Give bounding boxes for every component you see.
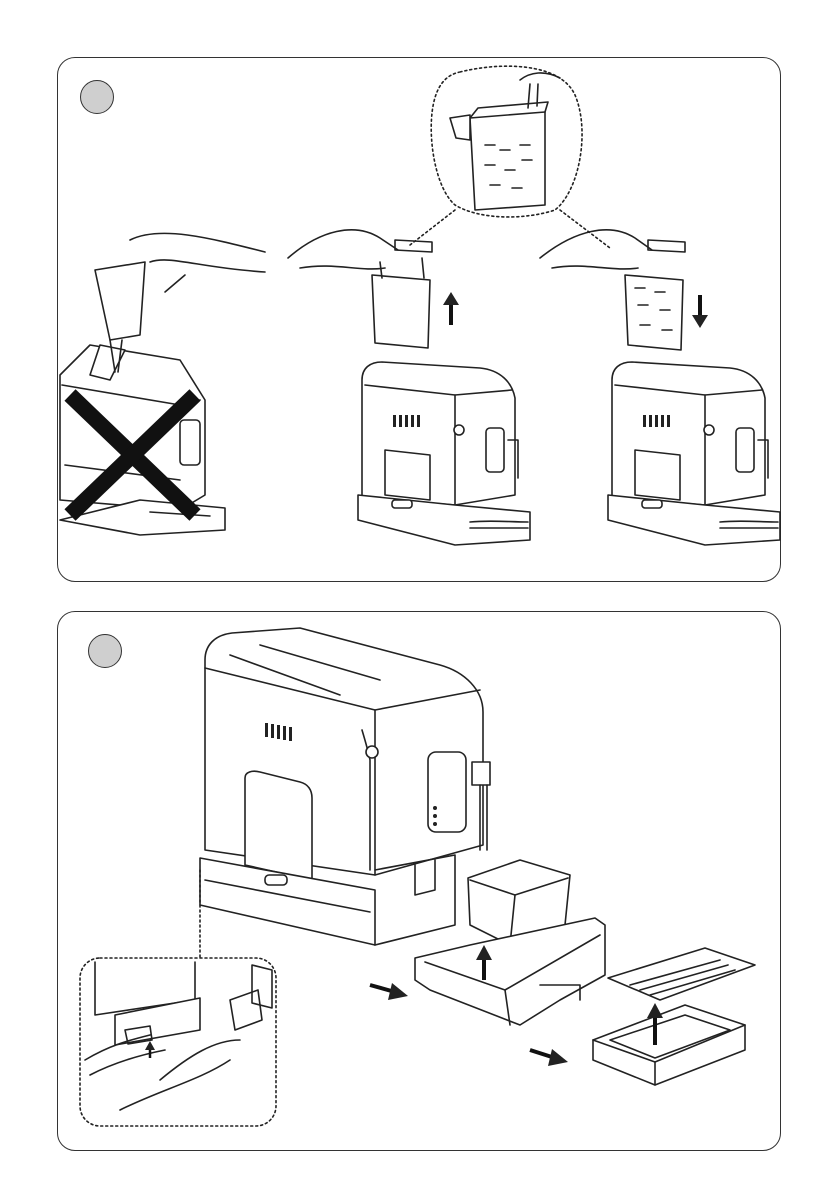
drip-tray-grill-illustration: [608, 948, 755, 1000]
plug-in-up-arrow: [145, 1041, 155, 1058]
water-tank-lifted: [288, 230, 432, 348]
pouring-jug-hand: [95, 233, 265, 372]
machine-insert-tank-illustration: [608, 362, 780, 545]
zoom-connector-right: [560, 210, 610, 248]
zoom-box-power-cable: [80, 958, 276, 1126]
zoom-connector-left: [410, 210, 455, 245]
machine-lift-tank-illustration: [358, 362, 530, 545]
slide-tray-right-arrow-1: [370, 983, 408, 1000]
slide-tray-right-arrow-2: [530, 1049, 568, 1066]
lift-up-arrow: [443, 292, 459, 325]
water-tank-filled: [540, 230, 685, 350]
coffee-machine-large-illustration: [200, 628, 490, 945]
power-cable-detail-illustration: [85, 962, 272, 1110]
insert-down-arrow: [692, 295, 708, 328]
drip-tray-illustration: [593, 1005, 745, 1085]
tank-at-tap-illustration: [450, 73, 560, 210]
